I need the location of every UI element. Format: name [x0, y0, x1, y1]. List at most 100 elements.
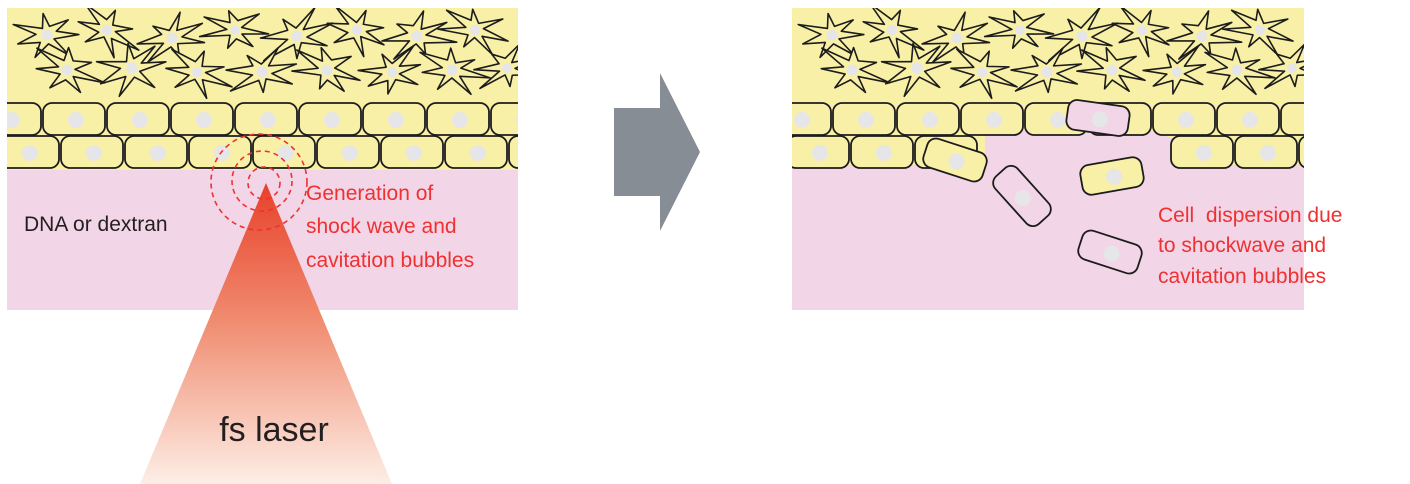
cell-nucleus	[388, 112, 404, 128]
cell-nucleus	[260, 112, 276, 128]
cell-nucleus	[126, 62, 138, 74]
epithelial-cell	[170, 102, 234, 136]
epithelial-cell	[234, 102, 298, 136]
epithelial-cell	[1298, 135, 1304, 169]
fibroblast-cell	[1010, 46, 1083, 94]
fibroblast-cell	[35, 46, 106, 94]
cell-nucleus	[794, 112, 810, 128]
epithelial-cell	[426, 102, 490, 136]
epithelial-cell	[7, 102, 42, 136]
epithelial-cell	[960, 102, 1024, 136]
cell-nucleus	[191, 66, 203, 78]
cell-nucleus	[826, 29, 838, 41]
fibroblast-cell	[95, 42, 167, 98]
cell-nucleus	[1050, 112, 1066, 128]
cell-nucleus	[166, 32, 178, 44]
cell-nucleus	[446, 64, 458, 76]
cell-nucleus	[886, 24, 898, 36]
fibroblast-cell	[12, 12, 80, 59]
cell-nucleus	[1106, 168, 1123, 185]
right-panel: Cell dispersion due to shockwave and cav…	[792, 8, 1342, 310]
cell-nucleus	[1106, 64, 1118, 76]
epithelial-cell	[792, 102, 832, 136]
cell-nucleus	[534, 145, 550, 161]
epithelial-cell	[444, 135, 508, 169]
cell-nucleus	[846, 64, 858, 76]
medium-region-right	[792, 165, 1304, 310]
laser-beam	[140, 183, 392, 484]
cell-nucleus	[948, 153, 965, 170]
cell-nucleus	[256, 66, 268, 78]
cell-nucleus	[41, 29, 53, 41]
left-panel: DNA or dextran Generation of shock wave …	[7, 8, 550, 484]
fibroblast-cell	[198, 9, 270, 49]
epithelial-cell	[7, 135, 60, 169]
cell-nucleus	[406, 145, 422, 161]
cell-nucleus	[132, 112, 148, 128]
fibroblast-cell	[1222, 8, 1294, 56]
epithelial-cell	[896, 102, 960, 136]
epithelial-cell	[188, 135, 252, 169]
epithelial-cell	[1216, 102, 1280, 136]
cell-nucleus	[1041, 66, 1053, 78]
cell-nucleus	[342, 145, 358, 161]
epithelial-layer-left	[7, 102, 550, 169]
cell-nucleus	[7, 112, 20, 128]
cell-nucleus	[1136, 24, 1148, 36]
cell-nucleus	[1178, 112, 1194, 128]
fibroblast-cell	[1258, 43, 1304, 90]
cell-nucleus	[321, 64, 333, 76]
epithelial-cell	[1280, 102, 1322, 136]
cell-nucleus	[230, 25, 240, 35]
dispersed-cells	[922, 99, 1145, 275]
cell-nucleus	[61, 64, 73, 76]
fibroblast-cell	[1166, 10, 1243, 60]
epithelial-cell	[1152, 102, 1216, 136]
laser-label: fs laser	[219, 411, 329, 449]
cell-nucleus	[469, 24, 481, 36]
fibroblast-cell	[165, 48, 233, 100]
cell-nucleus	[351, 24, 363, 36]
cell-nucleus	[1091, 111, 1108, 128]
dispersion-annotation: Cell dispersion due to shockwave and cav…	[1158, 204, 1342, 288]
cell-nucleus	[1287, 63, 1297, 73]
fibroblast-cell	[381, 10, 458, 60]
fibroblast-cell	[225, 46, 298, 94]
cell-nucleus	[22, 145, 38, 161]
cell-nucleus	[470, 145, 486, 161]
cell-nucleus	[1306, 112, 1322, 128]
epithelial-cell	[1170, 135, 1234, 169]
epithelial-cell	[1234, 135, 1298, 169]
cell-nucleus	[951, 32, 963, 44]
cell-nucleus	[516, 114, 518, 126]
epithelial-cell	[380, 135, 444, 169]
cell-nucleus	[324, 112, 340, 128]
cell-nucleus	[1076, 30, 1088, 42]
cell-nucleus	[911, 62, 923, 74]
epithelial-cell	[922, 137, 988, 183]
fibroblast-cell	[77, 8, 140, 59]
medium-label: DNA or dextran	[24, 213, 168, 236]
fibroblast-cell	[820, 46, 891, 94]
annotation-line: Generation of	[306, 182, 433, 205]
fibroblast-layer-right	[797, 8, 1304, 100]
epithelial-cell	[850, 135, 914, 169]
cell-nucleus	[1171, 66, 1183, 78]
cell-nucleus	[150, 145, 166, 161]
fibroblast-cell	[1111, 8, 1170, 58]
fibroblast-cell	[797, 12, 865, 59]
epithelial-cell	[1065, 99, 1131, 137]
fibroblast-cell	[1142, 45, 1207, 95]
cell-nucleus	[922, 112, 938, 128]
cell-nucleus	[986, 112, 1002, 128]
cell-nucleus	[1014, 190, 1031, 207]
epithelial-cell	[60, 135, 124, 169]
fibroblast-cell	[950, 48, 1018, 100]
annotation-line: shock wave and	[306, 215, 457, 238]
epithelial-cell	[508, 135, 550, 169]
fibroblast-cell	[880, 42, 952, 98]
cell-nucleus	[502, 63, 512, 73]
cell-nucleus	[876, 145, 892, 161]
annotation-line: cavitation bubbles	[306, 249, 474, 272]
